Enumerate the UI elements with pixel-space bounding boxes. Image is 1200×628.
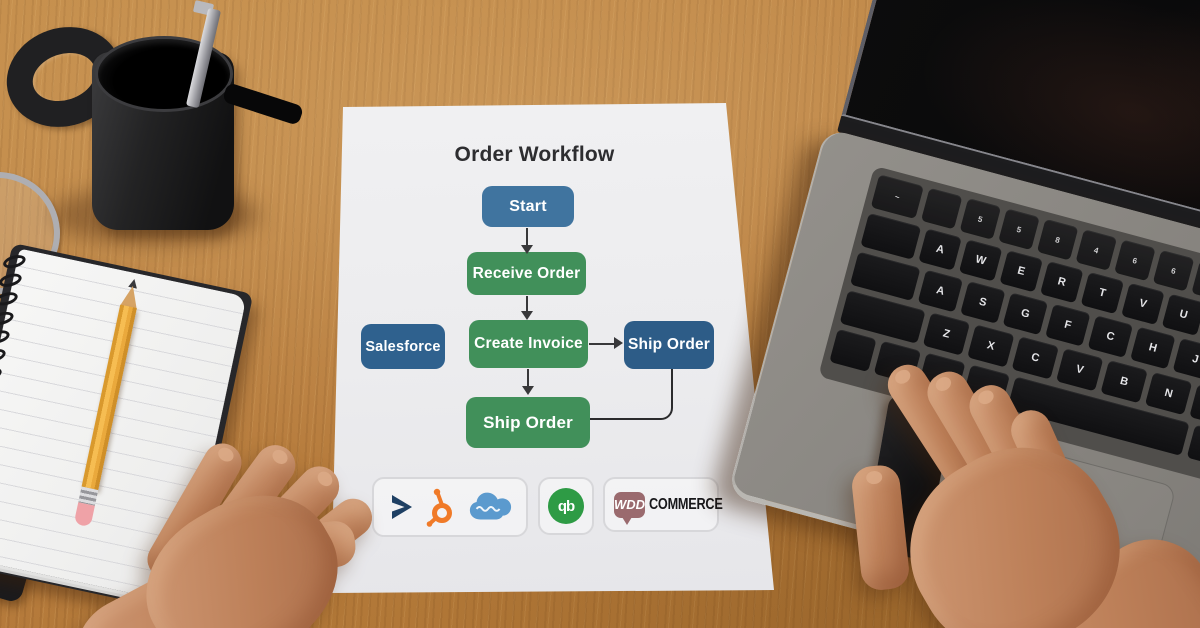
keyboard-key: S	[960, 281, 1006, 324]
salesforce-cloud-icon	[470, 492, 512, 520]
node-start: Start	[482, 186, 574, 227]
keyboard-key: G	[1002, 292, 1049, 336]
wdd-commerce-wordmark: COMMERCE	[649, 495, 723, 513]
quickbooks-icon: qb	[548, 488, 584, 524]
keyboard-key: T	[1080, 271, 1125, 315]
node-salesforce: Salesforce	[361, 324, 445, 369]
keyboard-key	[920, 187, 963, 230]
keyboard-key: V	[1121, 282, 1165, 326]
speech-bubble-tail	[622, 516, 632, 525]
arrow-start-to-receive	[526, 228, 528, 247]
node-create-invoice: Create Invoice	[469, 320, 588, 368]
node-ship-order-right: Ship Order	[624, 321, 714, 369]
left-hand	[54, 420, 420, 628]
right-thumb	[850, 463, 911, 592]
keyboard-key: A	[917, 269, 964, 313]
right-hand	[820, 340, 1200, 628]
keyboard-key: A	[918, 228, 962, 271]
hubspot-icon	[426, 488, 452, 527]
keyboard-key: 8	[1036, 218, 1079, 261]
keyboard-key: 6	[1152, 249, 1195, 292]
node-receive-order: Receive Order	[467, 252, 586, 295]
keyboard-key: E	[999, 250, 1043, 293]
quickbooks-logo-card: qb	[538, 477, 594, 535]
arrowhead-down-icon	[521, 245, 533, 254]
arrow-invoice-to-ship	[527, 369, 529, 388]
keyboard-key: W	[958, 239, 1003, 282]
node-ship-order-bottom: Ship Order	[466, 397, 590, 448]
dynamics-365-icon	[391, 495, 412, 519]
keyboard-key: 7	[1191, 260, 1200, 302]
wdd-commerce-bubble-icon: WDD	[614, 491, 646, 525]
arrowhead-down-icon	[521, 311, 533, 320]
wdd-bubble-text: WDD	[614, 497, 646, 512]
keyboard-key: ~	[870, 174, 924, 220]
keyboard-key: 6	[1114, 239, 1156, 282]
keyboard-key: 4	[1075, 229, 1118, 271]
keyboard-key: R	[1039, 261, 1084, 304]
arrowhead-right-icon	[614, 337, 623, 349]
arrow-receive-to-invoice	[526, 296, 528, 313]
keyboard-key	[860, 212, 922, 260]
wdd-commerce-logo-card: WDD COMMERCE	[603, 477, 723, 532]
keyboard-key: 5	[998, 208, 1040, 251]
arrowhead-down-icon	[522, 386, 534, 395]
flowchart-title: Order Workflow	[454, 143, 615, 166]
integration-logos-card	[372, 477, 528, 537]
connector-shipright-to-shipbottom	[590, 369, 673, 420]
arrow-invoice-to-shipright	[589, 343, 616, 345]
keyboard-key: 5	[959, 198, 1002, 240]
keyboard-key: U	[1161, 293, 1200, 336]
